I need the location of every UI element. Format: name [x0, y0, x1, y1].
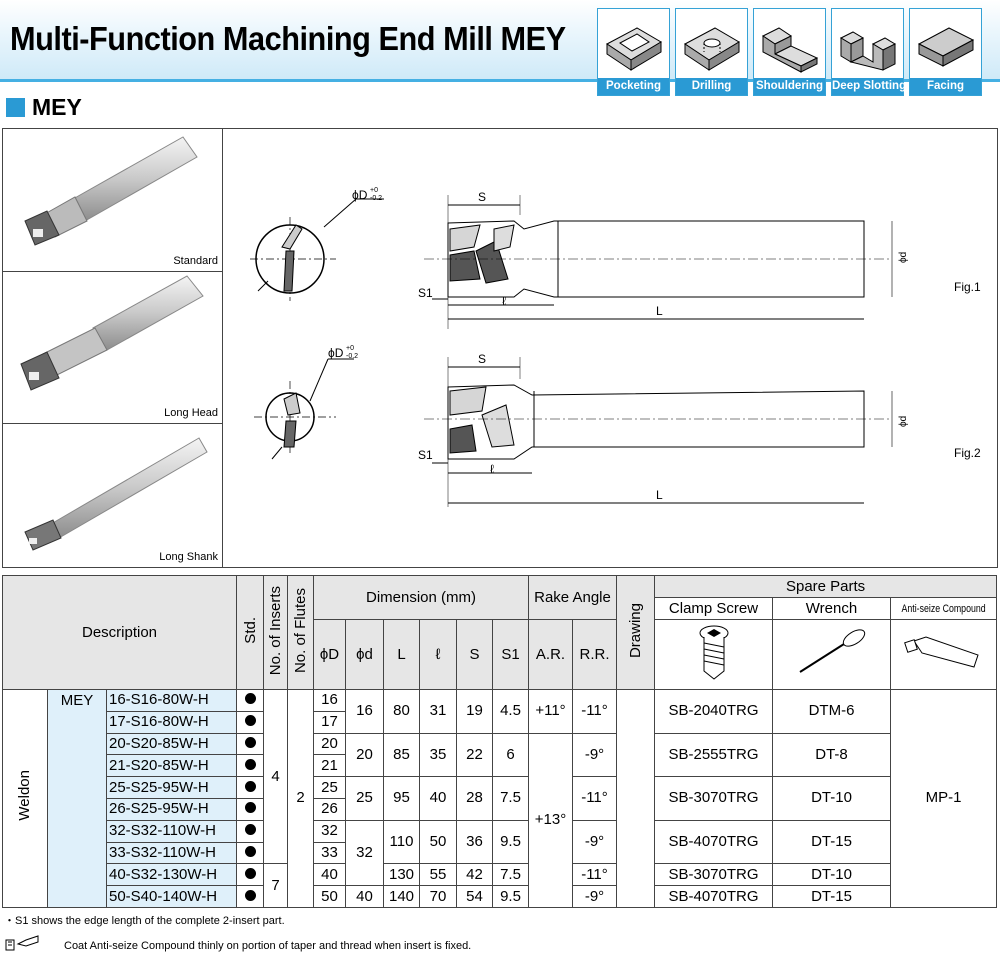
col-antiseize: Anti-seize Compound: [889, 597, 998, 620]
operation-icons: Pocketing Drilling Shouldering Deep Slot…: [597, 8, 982, 96]
col-dimension: Dimension (mm): [313, 575, 529, 620]
fig1-label: Fig.1: [954, 280, 981, 294]
table-row: 17-S16-80W-H 17: [3, 710, 997, 734]
antiseize-tube-image: [889, 619, 998, 690]
table-row: 33-S32-110W-H 33: [3, 841, 997, 865]
table-row: 32-S32-110W-H 32 32 110 50 36 9.5 -9° SB…: [3, 819, 997, 887]
col-std: Std.: [236, 575, 264, 690]
fig2-label: Fig.2: [954, 446, 981, 460]
col-clamp: Clamp Screw: [654, 597, 773, 620]
operation-deep-slotting: Deep Slotting: [831, 8, 906, 96]
svg-text:ϕd: ϕd: [898, 416, 909, 427]
section-heading: MEY: [6, 94, 82, 121]
long-shank-tool-image: [24, 437, 208, 551]
fig2-side-view: S S1 ℓ L ϕd Fig.2: [418, 352, 981, 507]
table-row: 20-S20-85W-H 20 20 85 35 22 6 +13° -9° S…: [3, 732, 997, 908]
fig1-side-view: S S1 ℓ L ϕd Fig.1: [418, 190, 981, 329]
standard-tool-image: [24, 136, 198, 246]
svg-text:ϕd: ϕd: [898, 252, 909, 263]
table-row: 25-S25-95W-H 25 25 95 40 28 7.5 -11° SB-…: [3, 776, 997, 821]
fig2-end-view: ϕD +0 -0.2: [254, 345, 358, 460]
note-antiseize: Coat Anti-seize Compound thinly on porti…: [4, 935, 471, 952]
clamp-screw-image: [654, 619, 773, 690]
fig1-dia-label: ϕD: [352, 188, 368, 202]
col-drawing: Drawing: [616, 575, 655, 690]
drilling-icon: [683, 26, 740, 71]
photo-standard: Standard: [3, 129, 222, 272]
photo-long-head: Long Head: [3, 272, 222, 424]
illustration-panel: Standard Long Head Long Shank: [2, 128, 998, 568]
pocketing-icon: [605, 26, 662, 71]
table-row: Weldon MEY 16-S16-80W-H 4 2 16 16 80 31 …: [2, 688, 998, 908]
antiseize-note-icon: [5, 935, 39, 951]
svg-text:ℓ: ℓ: [502, 294, 506, 308]
operation-facing: Facing: [909, 8, 982, 96]
shouldering-icon: [761, 26, 818, 73]
col-wrench: Wrench: [772, 597, 891, 620]
table-row: 26-S25-95W-H 26: [3, 797, 997, 821]
svg-text:S: S: [478, 190, 486, 204]
svg-text:S: S: [478, 352, 486, 366]
col-spare-parts: Spare Parts: [653, 575, 998, 598]
col-rake: Rake Angle: [528, 575, 617, 620]
wrench-image: [772, 619, 891, 690]
table-row: 50-S40-140W-H 50 40 140 70 54 9.5 -9° SB…: [3, 885, 997, 908]
svg-text:L: L: [656, 304, 663, 318]
svg-text:L: L: [656, 488, 663, 502]
col-inserts: No. of Inserts: [263, 575, 288, 690]
svg-text:ϕD: ϕD: [328, 346, 344, 360]
operation-pocketing: Pocketing: [597, 8, 670, 96]
operation-shouldering: Shouldering: [753, 8, 826, 96]
svg-text:S1: S1: [418, 448, 433, 462]
svg-text:S1: S1: [418, 286, 433, 300]
svg-text:-0.2: -0.2: [370, 195, 382, 202]
page-title: Multi-Function Machining End Mill MEY: [10, 20, 566, 57]
product-photos: Standard Long Head Long Shank: [3, 129, 223, 567]
spec-table: Description Std. No. of Inserts No. of F…: [2, 575, 998, 908]
svg-text:+0: +0: [370, 187, 378, 194]
col-flutes: No. of Flutes: [287, 575, 314, 690]
technical-drawing: ϕD +0 -0.2 S S1 ℓ: [224, 129, 997, 567]
long-head-tool-image: [20, 275, 204, 391]
fig1-end-view: ϕD +0 -0.2: [250, 187, 384, 301]
photo-long-shank: Long Shank: [3, 424, 222, 567]
operation-drilling: Drilling: [675, 8, 748, 96]
svg-text:-0.2: -0.2: [346, 353, 358, 360]
note-s1: ・S1 shows the edge length of the complet…: [4, 915, 285, 927]
facing-icon: [917, 26, 974, 67]
deep-slotting-icon: [839, 30, 896, 71]
col-description: Description: [2, 575, 237, 690]
svg-text:ℓ: ℓ: [490, 462, 494, 476]
table-row: 40-S32-130W-H 7 40 130 55 42 7.5 -11° SB…: [3, 863, 997, 908]
svg-text:+0: +0: [346, 345, 354, 352]
